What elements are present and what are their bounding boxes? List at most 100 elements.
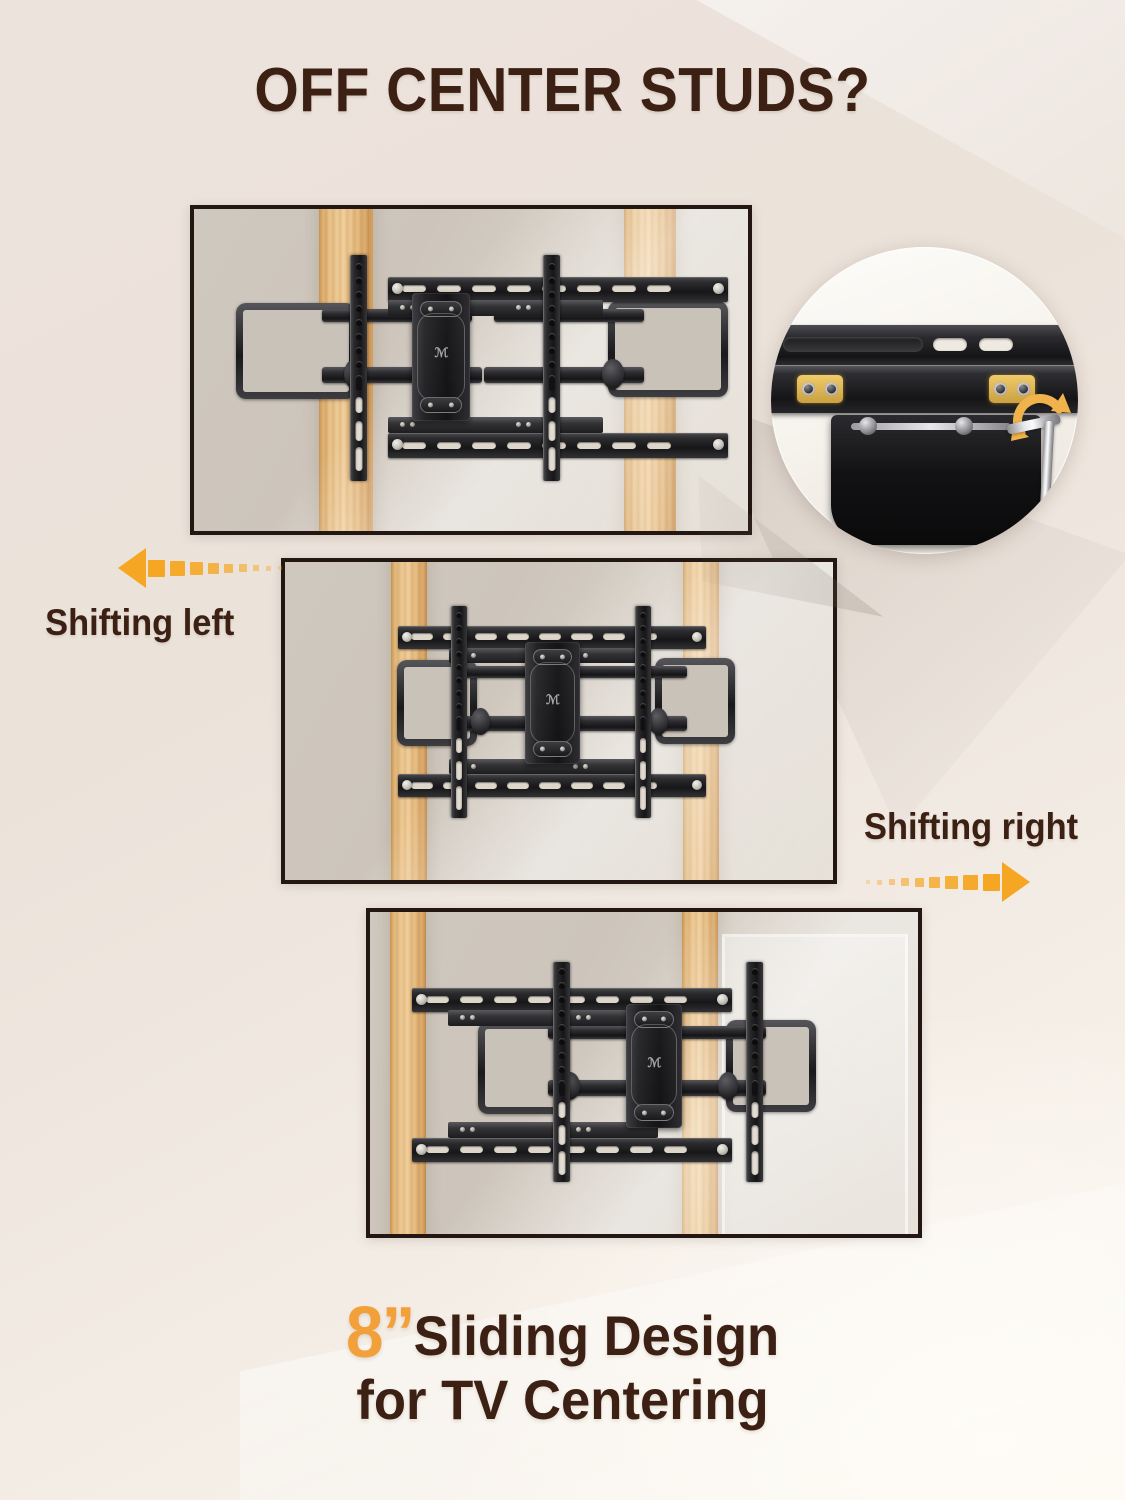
plate-slot <box>640 738 646 753</box>
plate-hole <box>355 361 362 368</box>
wall-rail-top <box>412 988 732 1012</box>
vesa-bolt <box>661 1016 667 1022</box>
arrow-dash <box>148 559 165 577</box>
plate-hole <box>548 305 555 312</box>
plate-hole <box>640 651 646 657</box>
plate-slot <box>456 716 462 731</box>
plate-hole <box>751 1052 758 1059</box>
rail-bolt <box>392 283 403 294</box>
arrow-dash <box>170 560 185 576</box>
shifting-right-label: Shifting right <box>864 806 1079 847</box>
plate-hole <box>640 664 646 670</box>
rail-slot <box>664 1146 687 1153</box>
plate-slot <box>640 786 646 810</box>
plate-slot <box>558 1102 565 1118</box>
slider-bolt <box>526 422 531 427</box>
rail-slot <box>494 1146 517 1153</box>
vesa-center-plate: ℳ <box>412 293 470 421</box>
wall-plate-left <box>553 962 570 1182</box>
plate-hole <box>355 277 362 284</box>
vesa-bolt-pad-top <box>532 649 573 666</box>
lock-bolt <box>994 382 1007 396</box>
rail-slot <box>571 782 593 789</box>
vesa-bolt <box>448 402 454 408</box>
plate-hole <box>558 1024 565 1031</box>
zoom-rail-top <box>771 325 1078 365</box>
rail-slot <box>539 782 561 789</box>
arm-pivot-right <box>649 708 668 735</box>
lock-bolt <box>1017 382 1030 396</box>
plate-hole <box>355 305 362 312</box>
caption-line-2: for TV Centering <box>356 1367 769 1431</box>
rail-slot <box>577 285 601 292</box>
arrow-right-icon <box>866 862 1030 902</box>
rail-slot-row-bottom <box>411 782 657 789</box>
arm-link-right-upper <box>577 666 687 678</box>
panel-middle: ℳ <box>281 558 837 884</box>
plate-slot <box>355 397 362 413</box>
rail-slot <box>507 633 529 640</box>
detail-closeup-magnifier <box>771 247 1078 554</box>
rail-slot-row-top <box>402 285 671 292</box>
rail-slot <box>630 996 653 1003</box>
arrow-dash <box>901 878 909 886</box>
slider-bolt <box>573 764 578 769</box>
rail-slot <box>437 442 461 449</box>
arrow-dash <box>208 562 219 574</box>
lock-bolt <box>802 382 815 396</box>
tv-mount-assembly-top: ℳ <box>236 255 728 481</box>
rail-slot <box>460 996 483 1003</box>
zoom-rail-slot <box>771 338 775 351</box>
plate-hole <box>558 1038 565 1045</box>
slider-bolt <box>471 764 476 769</box>
vesa-bolt <box>559 654 565 660</box>
plate-hole <box>355 333 362 340</box>
plate-hole <box>456 690 462 696</box>
rail-bolt <box>392 439 403 450</box>
wall-plate-left <box>451 606 467 818</box>
tv-mount-assembly-middle: ℳ <box>397 606 735 818</box>
arrow-dash <box>190 561 203 575</box>
plate-slot <box>548 397 555 413</box>
wall-plate-right <box>635 606 651 818</box>
vesa-bolt <box>540 654 546 660</box>
plate-hole <box>751 996 758 1003</box>
rail-bolt <box>692 780 702 790</box>
panel-bottom: ℳ <box>366 908 922 1238</box>
plate-hole <box>751 1066 758 1073</box>
slider-bolt <box>400 422 405 427</box>
rail-slot <box>596 1146 619 1153</box>
plate-hole <box>355 319 362 326</box>
arrow-dash <box>866 880 870 884</box>
plate-hole <box>548 319 555 326</box>
rail-slot <box>528 996 551 1003</box>
slider-bolt <box>400 305 405 310</box>
plate-hole <box>640 703 646 709</box>
plate-slot <box>548 421 555 441</box>
rail-slot <box>612 442 636 449</box>
arrow-dash <box>929 876 940 888</box>
caption-block: 8”Sliding Design for TV Centering <box>34 1296 1092 1429</box>
vesa-bolt <box>559 746 565 752</box>
rail-bolt <box>713 439 724 450</box>
arrow-dash <box>915 877 924 887</box>
rail-slot-row-bottom <box>402 442 671 449</box>
plate-hole <box>751 1038 758 1045</box>
sliding-distance-value: 8” <box>345 1293 416 1373</box>
rail-slot <box>603 633 625 640</box>
vesa-bolt <box>641 1016 647 1022</box>
arrow-dash <box>278 566 282 570</box>
plate-slot <box>456 786 462 810</box>
arm-pivot-left <box>471 708 490 735</box>
caption-line-1: 8”Sliding Design <box>34 1296 1092 1371</box>
slider-bolt <box>576 1015 581 1020</box>
vesa-bolt-pad-top <box>633 1011 675 1028</box>
plate-hole <box>751 1024 758 1031</box>
vesa-bolt-pad-bottom <box>532 740 573 757</box>
zoom-pivot-pin <box>851 423 1011 430</box>
vesa-bolt-pad-bottom <box>420 396 462 414</box>
rail-slot <box>562 996 585 1003</box>
slider-bolt <box>470 1015 475 1020</box>
arm-pivot-right <box>718 1072 738 1100</box>
plate-hole <box>456 651 462 657</box>
